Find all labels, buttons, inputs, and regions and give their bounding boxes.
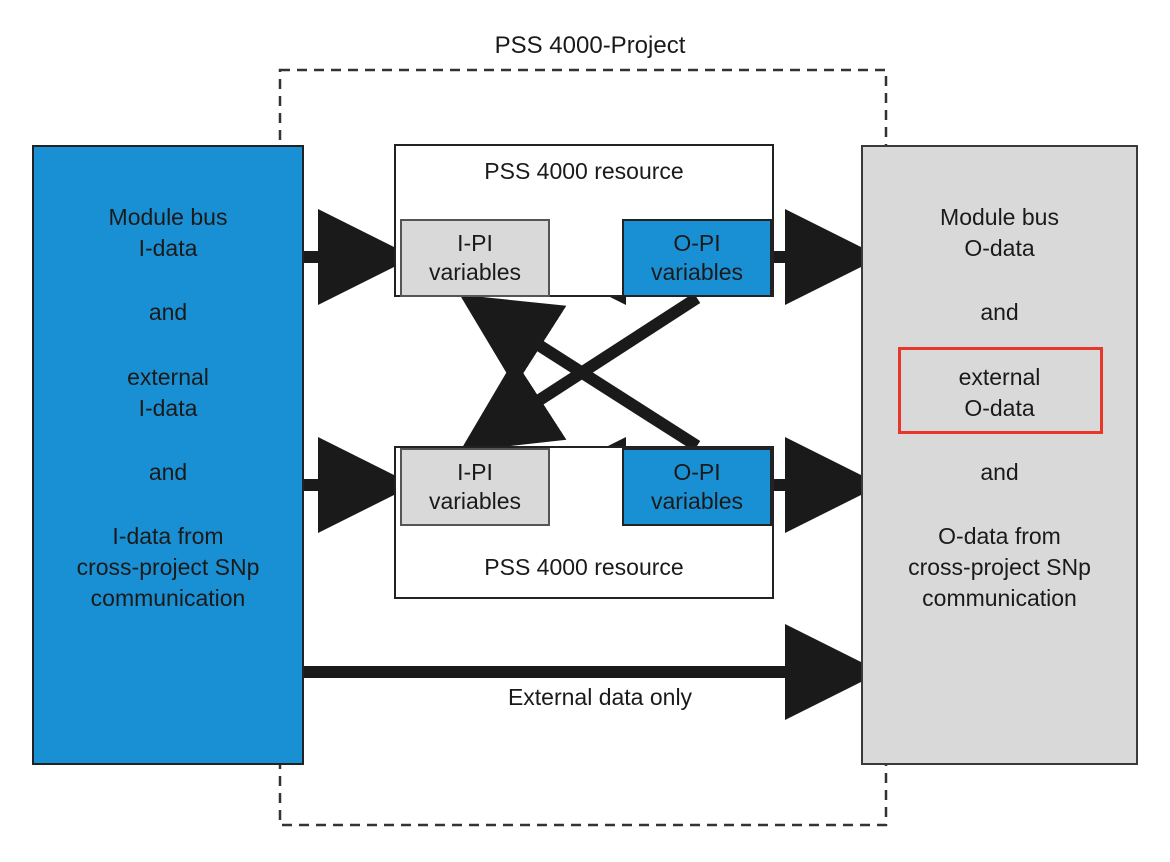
bottom-ipi-variables: I-PI variables: [400, 448, 550, 526]
left-line-1: Module bus: [108, 204, 228, 230]
top-ipi-line-2: variables: [428, 259, 522, 285]
right-line-2: O-data: [964, 235, 1035, 261]
left-line-7: I-data from: [112, 523, 224, 549]
top-opi-line-2: variables: [650, 259, 744, 285]
left-line-6: and: [148, 459, 188, 485]
top-ipi-line-1: I-PI: [457, 230, 493, 256]
project-title: PSS 4000-Project: [494, 32, 686, 59]
right-line-9: communication: [922, 585, 1077, 611]
bottom-ipi-line-2: variables: [428, 488, 522, 514]
left-line-3: and: [148, 299, 188, 325]
left-line-5: I-data: [138, 395, 198, 421]
left-line-8: cross-project SNp: [76, 554, 260, 580]
output-data-block: Module bus O-data and external O-data an…: [861, 145, 1138, 765]
arrow-bottom-opi-to-top-ipi: [459, 294, 701, 452]
right-line-4: external: [958, 364, 1041, 390]
right-line-1: Module bus: [940, 204, 1059, 230]
left-line-4: external: [127, 364, 209, 390]
bottom-opi-line-1: O-PI: [673, 459, 721, 485]
right-line-6: and: [980, 459, 1019, 485]
resource-top: PSS 4000 resource I-PI variables O-PI va…: [394, 144, 774, 297]
input-data-block: Module bus I-data and external I-data an…: [32, 145, 304, 765]
resource-top-label: PSS 4000 resource: [484, 158, 684, 184]
resource-bottom-label: PSS 4000 resource: [484, 554, 684, 580]
resource-bottom: I-PI variables O-PI variables PSS 4000 r…: [394, 446, 774, 599]
top-opi-line-1: O-PI: [673, 230, 721, 256]
right-line-7: O-data from: [938, 523, 1061, 549]
highlight-box: [898, 347, 1103, 434]
bottom-opi-variables: O-PI variables: [622, 448, 772, 526]
top-ipi-variables: I-PI variables: [400, 219, 550, 297]
left-line-2: I-data: [138, 235, 198, 261]
bottom-opi-line-2: variables: [650, 488, 744, 514]
right-line-3: and: [980, 299, 1019, 325]
bottom-ipi-line-1: I-PI: [457, 459, 493, 485]
top-opi-variables: O-PI variables: [622, 219, 772, 297]
left-line-9: communication: [90, 585, 246, 611]
right-line-5: O-data: [964, 395, 1035, 421]
external-data-label: External data only: [507, 684, 693, 710]
right-line-8: cross-project SNp: [908, 554, 1091, 580]
arrow-top-opi-to-bottom-ipi: [459, 292, 701, 452]
